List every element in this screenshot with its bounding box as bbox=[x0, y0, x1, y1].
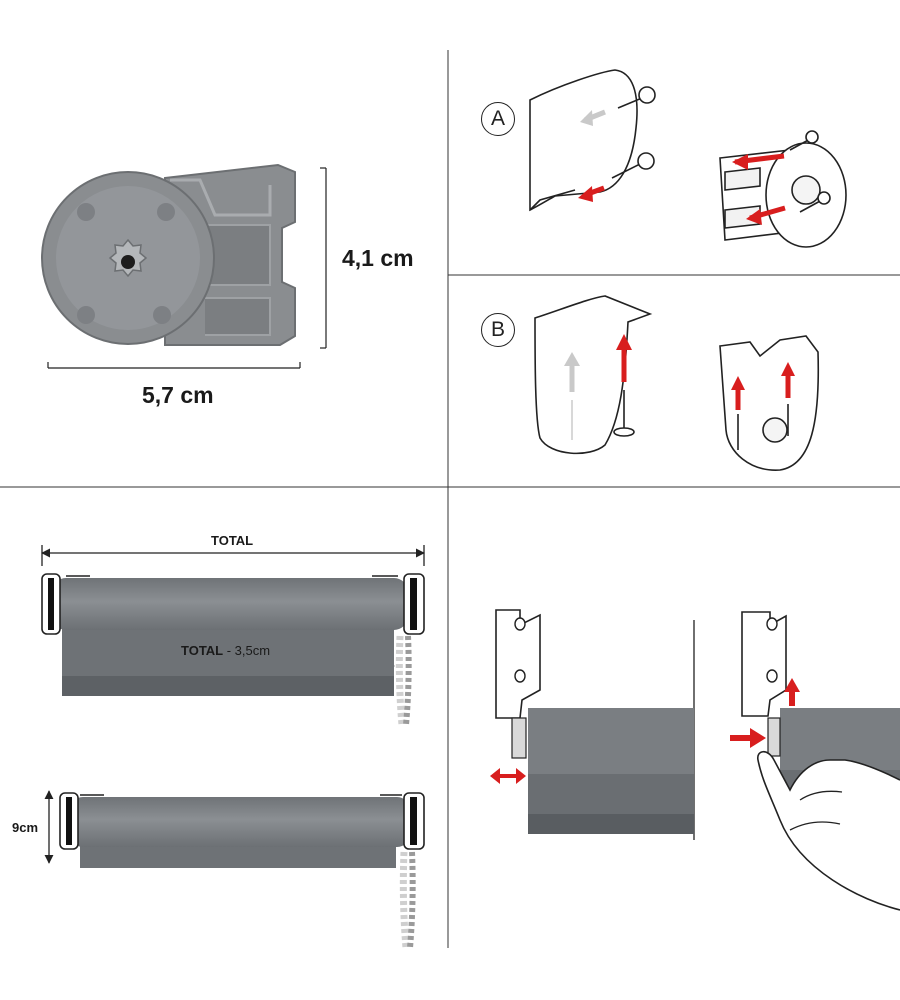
panel-b-label: B bbox=[490, 318, 505, 341]
bracket-height-label: 4,1 cm bbox=[342, 245, 414, 271]
grid-lines bbox=[0, 50, 900, 948]
panel-b-illustration bbox=[534, 295, 820, 471]
fabric-width-offset: - 3,5cm bbox=[223, 643, 271, 658]
clip-step-2 bbox=[730, 611, 900, 911]
panel-a-illustration bbox=[529, 69, 847, 248]
panel-b-badge: B bbox=[481, 313, 515, 347]
fabric-width-label: TOTAL - 3,5cm bbox=[181, 643, 270, 658]
bracket-illustration bbox=[41, 163, 296, 346]
dimension-lines bbox=[47, 167, 327, 369]
blind-height-label: 9cm bbox=[12, 820, 39, 835]
fabric-width-total: TOTAL bbox=[181, 643, 224, 658]
blind-long bbox=[41, 573, 425, 726]
clip-step-1 bbox=[490, 609, 695, 840]
blind-short bbox=[59, 792, 425, 949]
total-width-label: TOTAL bbox=[211, 533, 254, 548]
panel-a-label: A bbox=[490, 107, 505, 130]
panel-a-badge: A bbox=[481, 102, 515, 136]
bracket-width-label: 5,7 cm bbox=[142, 382, 214, 408]
